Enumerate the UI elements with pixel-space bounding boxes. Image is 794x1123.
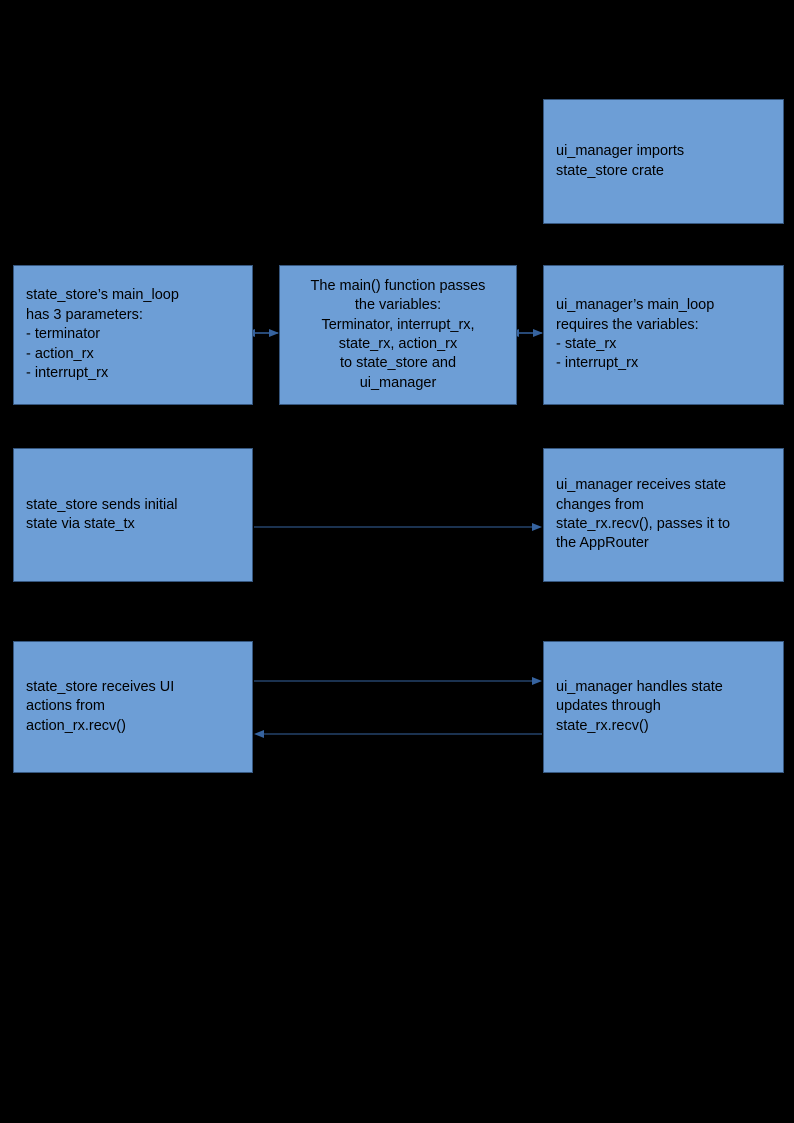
node-label: state_store’s main_loop has 3 parameters… [26,287,179,382]
node-label: ui_manager’s main_loop requires the vari… [556,297,715,372]
node-ui-manager-receives-state-changes[interactable]: ui_manager receives state changes from s… [543,448,784,582]
node-ui-manager-handles-state-updates[interactable]: ui_manager handles state updates through… [543,641,784,773]
node-label: The main() function passes the variables… [310,277,486,391]
node-label: state_store sends initial state via stat… [26,496,178,532]
node-label: state_store receives UI actions from act… [26,678,175,734]
node-label: ui_manager handles state updates through… [556,678,723,734]
node-label: ui_manager receives state changes from s… [556,477,731,552]
node-main-passes-variables[interactable]: The main() function passes the variables… [279,265,517,405]
node-label: ui_manager imports state_store crate [556,143,685,179]
node-state-store-sends-initial-state[interactable]: state_store sends initial state via stat… [13,448,253,582]
node-state-store-main-loop[interactable]: state_store’s main_loop has 3 parameters… [13,265,253,405]
node-ui-manager-main-loop[interactable]: ui_manager’s main_loop requires the vari… [543,265,784,405]
node-state-store-receives-ui-actions[interactable]: state_store receives UI actions from act… [13,641,253,773]
node-ui-manager-imports[interactable]: ui_manager imports state_store crate [543,99,784,224]
